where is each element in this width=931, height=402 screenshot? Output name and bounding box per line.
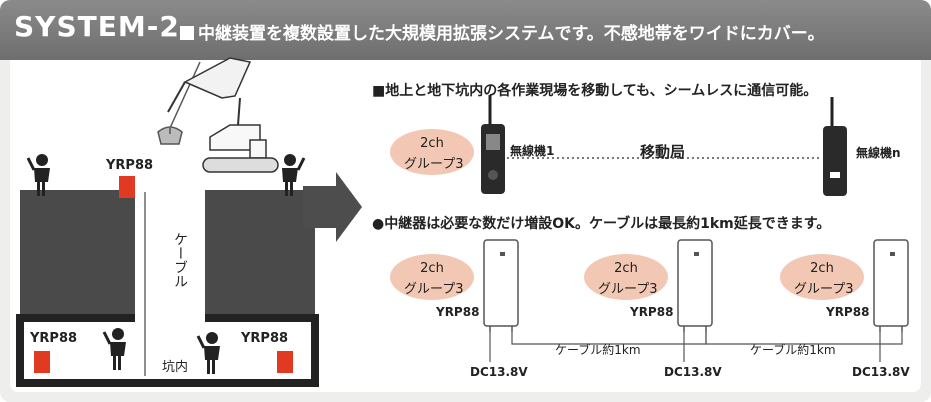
repeater-unit-2-icon: [677, 239, 713, 332]
bullet-square-icon: [180, 26, 194, 40]
underground-label: 坑内: [162, 360, 189, 375]
cable-label: ケーブル: [172, 232, 188, 288]
system-title: SYSTEM-2: [14, 10, 180, 43]
unit-1-ch: 2ch: [420, 261, 444, 276]
cable-length-label-1: ケーブル約1km: [555, 343, 641, 357]
tunnel-area: [16, 314, 319, 387]
header-bar: SYSTEM-2 中継装置を複数設置した大規模用拡張システムです。不感地帯をワイ…: [0, 0, 931, 60]
top-group-ch: 2ch: [420, 136, 444, 151]
worker-tunnel-center-icon: [102, 328, 126, 370]
unit-2-name: YRP88: [630, 305, 674, 319]
group-oval-2: [584, 254, 668, 300]
system-subtitle: 中継装置を複数設置した大規模用拡張システムです。不感地帯をワイドにカバー。: [180, 19, 825, 44]
ground-block-left: [20, 190, 135, 325]
radio-n-label: 無線機n: [856, 146, 901, 160]
expand-heading: ●中継器は必要な数だけ増設OK。ケーブルは最長約1km延長できます。: [372, 216, 831, 232]
excavator-icon: [167, 57, 279, 173]
device-bottom-right-label: YRP88: [241, 331, 289, 346]
unit-3-ch: 2ch: [810, 261, 834, 276]
unit-3-power: DC13.8V: [852, 365, 910, 379]
radio-n-icon: [823, 97, 847, 196]
device-bottom-left-marker: [34, 351, 50, 373]
unit-1-name: YRP88: [436, 305, 480, 319]
ground-block-right: [205, 190, 315, 325]
device-top-marker: [119, 176, 135, 198]
unit-1-power: DC13.8V: [470, 365, 528, 379]
repeater-unit-1-icon: [483, 239, 519, 332]
system-subtitle-text: 中継装置を複数設置した大規模用拡張システムです。不感地帯をワイドにカバー。: [198, 24, 825, 44]
worker-tunnel-right-icon: [196, 332, 220, 374]
cable-link-2: [705, 332, 903, 345]
unit-3-name: YRP88: [826, 305, 870, 319]
worker-left-icon: [26, 154, 50, 196]
seamless-heading: ■地上と地下坑内の各作業現場を移動しても、シームレスに通信可能。: [372, 83, 818, 99]
cable-length-label-2: ケーブル約1km: [750, 343, 836, 357]
unit-1-group: グループ3: [404, 282, 464, 297]
unit-2-ch: 2ch: [614, 261, 638, 276]
unit-3-group: グループ3: [794, 282, 854, 297]
mobile-station-label: 移動局: [640, 143, 686, 161]
worker-right-icon: [282, 154, 306, 196]
group-oval-3: [780, 254, 864, 300]
shaft: [135, 190, 205, 325]
device-bottom-right-marker: [277, 351, 293, 373]
crane-cable: [169, 61, 201, 129]
repeater-unit-3-icon: [873, 239, 909, 332]
group-oval-1: [390, 254, 474, 300]
top-group-name: グループ3: [404, 157, 464, 172]
unit-2-group: グループ3: [598, 282, 658, 297]
unit-2-power: DC13.8V: [664, 365, 722, 379]
radio-1-icon: [481, 95, 505, 194]
group-oval-top: [390, 129, 474, 175]
radio-1-label: 無線機1: [510, 144, 555, 158]
crane-bucket-icon: [157, 126, 183, 145]
right-arrow-icon: [303, 172, 362, 242]
device-top-label: YRP88: [106, 158, 154, 173]
device-bottom-left-label: YRP88: [30, 331, 78, 346]
